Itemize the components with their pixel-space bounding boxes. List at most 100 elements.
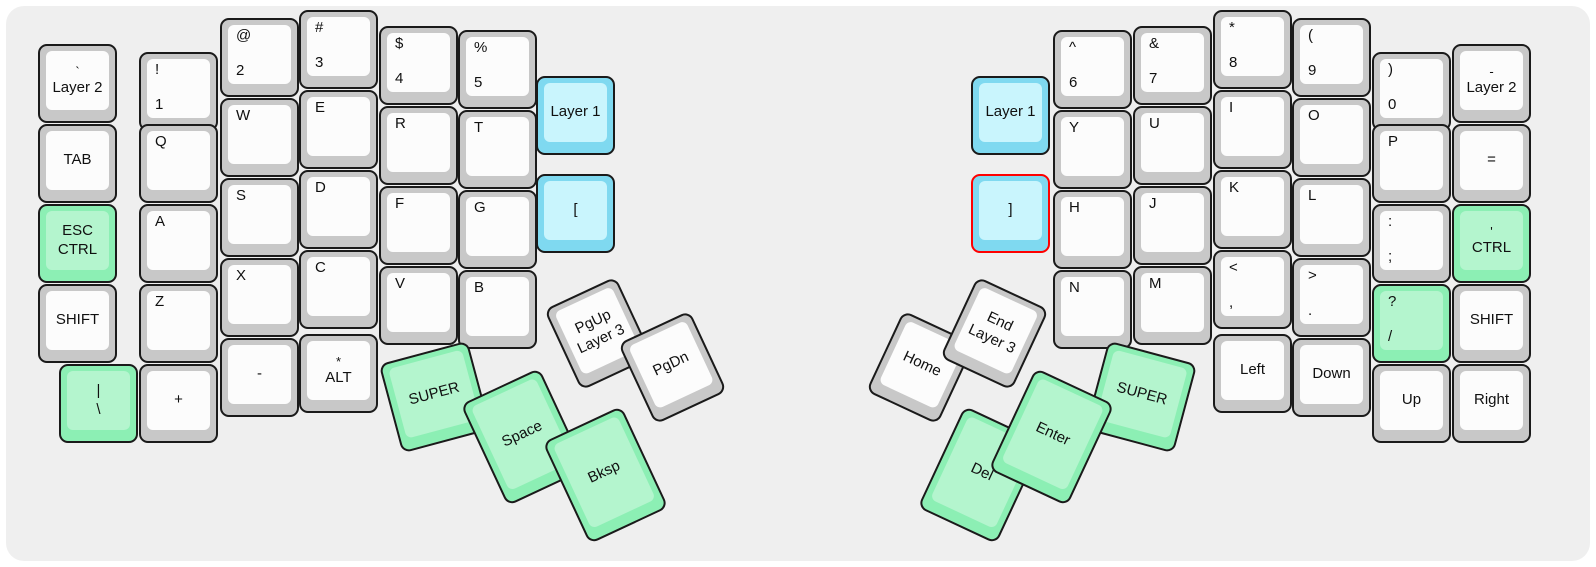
key-l-c3-r1[interactable]: @2 xyxy=(220,18,299,97)
key-legend: N xyxy=(1069,279,1080,296)
key-legend: # xyxy=(315,19,324,36)
keycap: #3 xyxy=(307,17,370,76)
key-r-c2-r1[interactable]: ^6 xyxy=(1053,30,1132,109)
key-r-c3-r4[interactable]: M xyxy=(1133,266,1212,345)
keycap: %5 xyxy=(466,37,529,96)
keycap: SHIFT xyxy=(46,291,109,350)
keycap: U xyxy=(1141,113,1204,172)
key-r-c3-r2[interactable]: U xyxy=(1133,106,1212,185)
key-l-c4-r5[interactable]: *ALT xyxy=(299,334,378,413)
key-legend: C xyxy=(315,259,326,276)
key-r-c6-r5[interactable]: Up xyxy=(1372,364,1451,443)
key-r-c5-r4[interactable]: >. xyxy=(1292,258,1371,337)
key-legend xyxy=(236,303,240,320)
key-l-c5-r3[interactable]: F xyxy=(379,186,458,265)
key-l-c6-r3[interactable]: G xyxy=(458,190,537,269)
keycap: Right xyxy=(1460,371,1523,430)
key-r-thumb-super[interactable]: SUPER xyxy=(1084,340,1198,454)
key-l-c4-r3[interactable]: D xyxy=(299,170,378,249)
keycap: Down xyxy=(1300,345,1363,404)
key-r-c3-r1[interactable]: &7 xyxy=(1133,26,1212,105)
key-l-pinky-bottom[interactable]: |\ xyxy=(59,364,138,443)
key-l-c6-r2[interactable]: T xyxy=(458,110,537,189)
keycap: -Layer 2 xyxy=(1460,51,1523,110)
key-r-c4-r5[interactable]: Left xyxy=(1213,334,1292,413)
key-l-c4-r1[interactable]: #3 xyxy=(299,10,378,89)
key-l-c2-r2[interactable]: Q xyxy=(139,124,218,203)
key-r-c3-r3[interactable]: J xyxy=(1133,186,1212,265)
key-r-c2-r3[interactable]: H xyxy=(1053,190,1132,269)
keycap: I xyxy=(1221,97,1284,156)
key-l-c7-r2[interactable]: [ xyxy=(536,174,615,253)
key-legend: 5 xyxy=(474,74,483,92)
key-l-c1-r2[interactable]: TAB xyxy=(38,124,117,203)
key-r-c7-r1[interactable]: -Layer 2 xyxy=(1452,44,1531,123)
key-legend: Layer 3 xyxy=(965,320,1019,357)
key-r-c6-r2[interactable]: P xyxy=(1372,124,1451,203)
key-l-c3-r4[interactable]: X xyxy=(220,258,299,337)
key-legend xyxy=(315,135,319,152)
key-legend: 9 xyxy=(1308,62,1317,80)
key-r-c6-r4[interactable]: ?/ xyxy=(1372,284,1451,363)
key-r-c5-r2[interactable]: O xyxy=(1292,98,1371,177)
key-r-c2-r4[interactable]: N xyxy=(1053,270,1132,349)
key-legend: A xyxy=(155,213,166,230)
key-l-c3-r2[interactable]: W xyxy=(220,98,299,177)
keycap: [ xyxy=(544,181,607,240)
key-r-c4-r1[interactable]: *8 xyxy=(1213,10,1292,89)
key-legend: \ xyxy=(96,400,101,418)
keycap: V xyxy=(387,273,450,332)
key-l-c6-r4[interactable]: B xyxy=(458,270,537,349)
keycap: Q xyxy=(147,131,210,190)
key-l-c7-r1[interactable]: Layer 1 xyxy=(536,76,615,155)
key-l-c2-r1[interactable]: !1 xyxy=(139,52,218,131)
key-r-c7-r4[interactable]: SHIFT xyxy=(1452,284,1531,363)
key-l-c2-r5[interactable]: + xyxy=(139,364,218,443)
keycap: `Layer 2 xyxy=(46,51,109,110)
key-r-c4-r4[interactable]: <, xyxy=(1213,250,1292,329)
key-l-c4-r2[interactable]: E xyxy=(299,90,378,169)
keycap: Up xyxy=(1380,371,1443,430)
key-legend: Layer 1 xyxy=(550,103,601,121)
key-legend: & xyxy=(1149,35,1160,52)
key-legend: ( xyxy=(1308,27,1313,44)
key-r-c5-r5[interactable]: Down xyxy=(1292,338,1371,417)
key-legend: ^ xyxy=(1069,39,1077,56)
key-l-c6-r1[interactable]: %5 xyxy=(458,30,537,109)
key-r-c4-r3[interactable]: K xyxy=(1213,170,1292,249)
key-l-c2-r4[interactable]: Z xyxy=(139,284,218,363)
key-r-c1-r1[interactable]: Layer 1 xyxy=(971,76,1050,155)
key-l-c4-r4[interactable]: C xyxy=(299,250,378,329)
key-l-c1-r1[interactable]: `Layer 2 xyxy=(38,44,117,123)
key-legend: H xyxy=(1069,199,1080,216)
key-legend: ESC xyxy=(62,221,93,239)
key-legend: S xyxy=(236,187,247,204)
keycap: Layer 1 xyxy=(544,83,607,142)
key-r-c7-r2[interactable]: = xyxy=(1452,124,1531,203)
key-legend: * xyxy=(335,353,342,369)
key-r-c6-r1[interactable]: )0 xyxy=(1372,52,1451,131)
key-l-c5-r1[interactable]: $4 xyxy=(379,26,458,105)
key-l-c3-r3[interactable]: S xyxy=(220,178,299,257)
key-l-c1-r4[interactable]: SHIFT xyxy=(38,284,117,363)
keycap: *ALT xyxy=(307,341,370,400)
key-legend: $ xyxy=(395,35,404,52)
key-legend xyxy=(474,235,478,252)
key-legend: Layer 2 xyxy=(52,78,103,96)
key-r-c1-r2[interactable]: ] xyxy=(971,174,1050,253)
keycap: SHIFT xyxy=(1460,291,1523,350)
key-l-c3-r5[interactable]: - xyxy=(220,338,299,417)
key-r-c6-r3[interactable]: :; xyxy=(1372,204,1451,283)
key-r-c5-r1[interactable]: (9 xyxy=(1292,18,1371,97)
key-r-c7-r5[interactable]: Right xyxy=(1452,364,1531,443)
key-r-c4-r2[interactable]: I xyxy=(1213,90,1292,169)
key-l-c5-r4[interactable]: V xyxy=(379,266,458,345)
key-r-c5-r3[interactable]: L xyxy=(1292,178,1371,257)
key-l-c5-r2[interactable]: R xyxy=(379,106,458,185)
key-legend: PgUp xyxy=(572,305,614,338)
key-l-c2-r3[interactable]: A xyxy=(139,204,218,283)
key-r-c7-r3[interactable]: 'CTRL xyxy=(1452,204,1531,283)
key-r-c2-r2[interactable]: Y xyxy=(1053,110,1132,189)
